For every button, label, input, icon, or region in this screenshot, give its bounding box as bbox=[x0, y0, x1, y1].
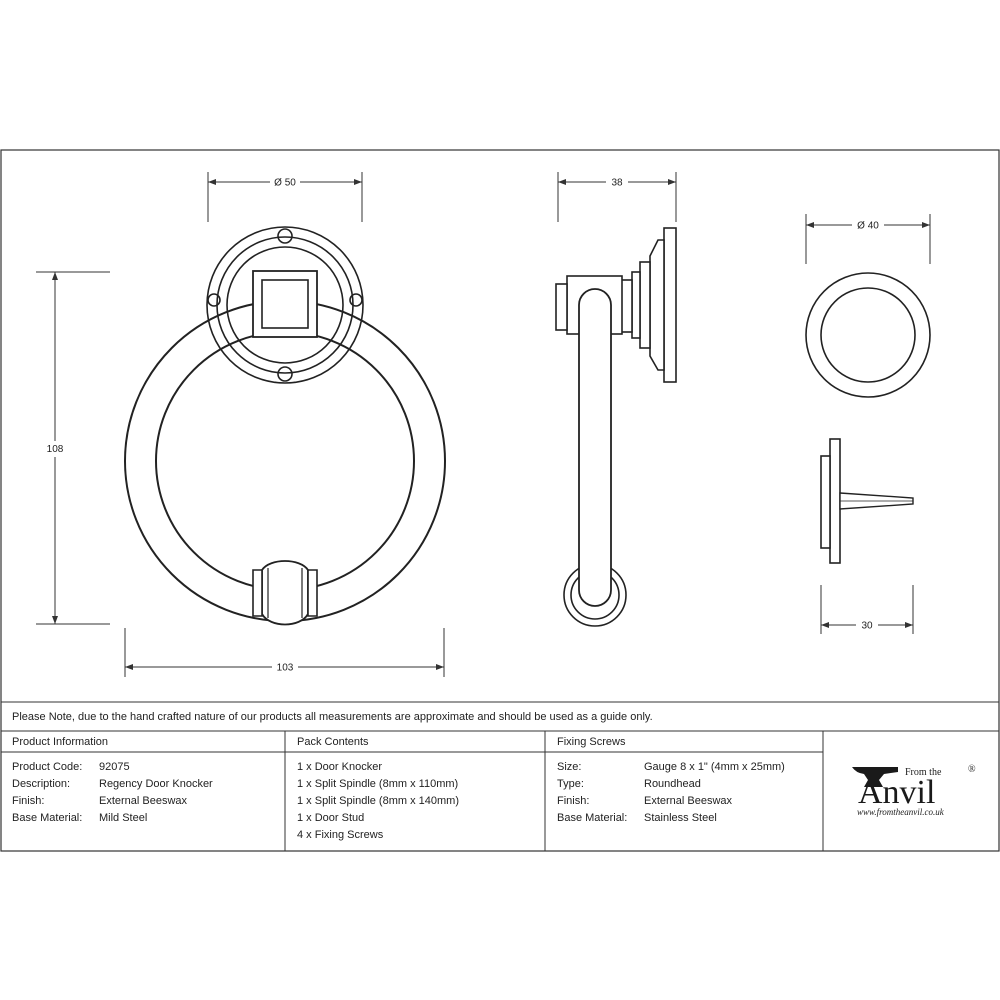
pack-item: 1 x Split Spindle (8mm x 110mm) bbox=[297, 778, 458, 790]
front-diameter-dimension: Ø 50 bbox=[207, 172, 363, 222]
base-material-value: Mild Steel bbox=[99, 812, 147, 824]
product-information-heading: Product Information bbox=[12, 736, 108, 748]
screw-size-label: Size: bbox=[557, 761, 581, 773]
screw-type-label: Type: bbox=[557, 778, 584, 790]
screw-type-value: Roundhead bbox=[644, 778, 701, 790]
stud-diameter-dimension: Ø 40 bbox=[805, 214, 931, 264]
stud-depth-dimension: 30 bbox=[820, 585, 914, 634]
base-material-label: Base Material: bbox=[12, 812, 82, 824]
screw-material-value: Stainless Steel bbox=[644, 812, 717, 824]
measurement-note: Please Note, due to the hand crafted nat… bbox=[12, 711, 653, 723]
anvil-icon bbox=[852, 767, 898, 787]
front-diameter-label: Ø 50 bbox=[274, 178, 296, 189]
stud-front-view bbox=[805, 272, 931, 398]
pack-contents-panel: Pack Contents 1 x Door Knocker 1 x Split… bbox=[297, 736, 459, 841]
screw-finish-value: External Beeswax bbox=[644, 795, 733, 807]
screw-material-label: Base Material: bbox=[557, 812, 627, 824]
description-value: Regency Door Knocker bbox=[99, 778, 213, 790]
front-height-label: 108 bbox=[47, 444, 64, 455]
front-width-dimension: 103 bbox=[124, 628, 445, 677]
front-view-drawing bbox=[124, 226, 446, 626]
screw-size-value: Gauge 8 x 1" (4mm x 25mm) bbox=[644, 761, 785, 773]
pack-item: 1 x Door Stud bbox=[297, 812, 364, 824]
logo-wordmark: Anvil bbox=[858, 774, 935, 811]
sheet-frame bbox=[0, 149, 1000, 852]
side-view-drawing bbox=[555, 227, 677, 627]
side-depth-label: 38 bbox=[611, 178, 623, 189]
description-label: Description: bbox=[12, 778, 70, 790]
pack-item: 1 x Door Knocker bbox=[297, 761, 382, 773]
front-height-dimension: 108 bbox=[36, 271, 110, 625]
finish-value: External Beeswax bbox=[99, 795, 188, 807]
pack-item: 1 x Split Spindle (8mm x 140mm) bbox=[297, 795, 459, 807]
stud-side-view bbox=[820, 438, 914, 564]
stud-depth-label: 30 bbox=[861, 621, 873, 632]
screw-finish-label: Finish: bbox=[557, 795, 589, 807]
logo-url: www.fromtheanvil.co.uk bbox=[857, 807, 945, 817]
product-code-label: Product Code: bbox=[12, 761, 82, 773]
front-width-label: 103 bbox=[277, 663, 294, 674]
fixing-screws-heading: Fixing Screws bbox=[557, 736, 626, 748]
logo-from-text: From the bbox=[905, 767, 942, 778]
logo-registered-mark: ® bbox=[968, 764, 976, 775]
side-depth-dimension: 38 bbox=[557, 172, 677, 222]
anvil-logo: From the Anvil ® www.fromtheanvil.co.uk bbox=[852, 764, 976, 817]
fixing-screws-panel: Fixing Screws Size: Gauge 8 x 1" (4mm x … bbox=[557, 736, 785, 824]
stud-diameter-label: Ø 40 bbox=[857, 221, 879, 232]
product-information-panel: Product Information Product Code: 92075 … bbox=[12, 736, 213, 824]
finish-label: Finish: bbox=[12, 795, 44, 807]
product-code-value: 92075 bbox=[99, 761, 130, 773]
pack-item: 4 x Fixing Screws bbox=[297, 829, 384, 841]
pack-contents-heading: Pack Contents bbox=[297, 736, 369, 748]
